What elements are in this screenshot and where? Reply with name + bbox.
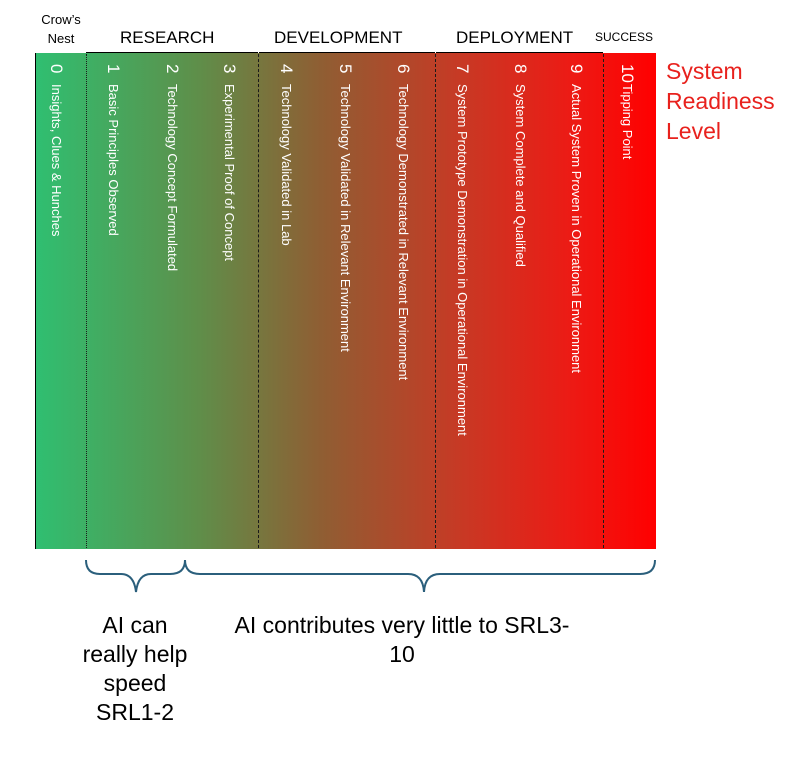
- level-7-number: 7: [453, 64, 472, 74]
- level-4-text: Technology Validated in Lab: [279, 84, 294, 246]
- level-5-number: 5: [336, 64, 355, 74]
- level-0-text: Insights, Clues & Hunches: [49, 84, 64, 237]
- level-1-number: 1: [104, 64, 123, 74]
- level-4-number: 4: [277, 64, 296, 74]
- crows-nest-label: Crow’s Nest: [41, 12, 81, 46]
- phase-success-label: SUCCESS: [595, 30, 654, 44]
- level-6-number: 6: [394, 64, 413, 74]
- level-10-number: 10: [618, 64, 637, 83]
- level-9-text: Actual System Proven in Operational Envi…: [569, 84, 584, 374]
- level-8-text: System Complete and Qualified: [513, 84, 528, 267]
- system-readiness-level-title: System Readiness Level: [666, 58, 775, 144]
- divider-success-start: [603, 54, 604, 548]
- level-3-number: 3: [220, 64, 239, 74]
- level-3-text: Experimental Proof of Concept: [222, 84, 237, 262]
- divider-deployment-start: [435, 54, 436, 548]
- brace-srl-3-10: [184, 559, 656, 593]
- band-left-edge: [35, 53, 36, 549]
- level-9-number: 9: [567, 64, 586, 74]
- level-5-text: Technology Validated in Relevant Environ…: [338, 84, 353, 352]
- level-0-number: 0: [47, 64, 66, 74]
- level-1-text: Basic Principles Observed: [106, 84, 121, 236]
- phase-development-label: DEVELOPMENT: [274, 28, 403, 47]
- caption-ai-helps: AI can really help speed SRL1-2: [82, 612, 188, 725]
- caption-ai-contributes-little: AI contributes very little to SRL3-10: [234, 612, 570, 667]
- brace-srl-1-2: [85, 559, 186, 593]
- level-2-text: Technology Concept Formulated: [165, 84, 180, 272]
- divider-research-start: [86, 54, 87, 548]
- level-8-number: 8: [511, 64, 530, 74]
- level-2-number: 2: [163, 64, 182, 74]
- level-7-text: System Prototype Demonstration in Operat…: [455, 84, 470, 436]
- level-6-text: Technology Demonstrated in Relevant Envi…: [396, 84, 411, 381]
- divider-development-start: [258, 54, 259, 548]
- readiness-gradient-band: [35, 53, 656, 549]
- level-10-text: Tipping Point: [620, 84, 635, 160]
- phase-research-label: RESEARCH: [120, 28, 215, 47]
- phase-deployment-label: DEPLOYMENT: [456, 28, 574, 47]
